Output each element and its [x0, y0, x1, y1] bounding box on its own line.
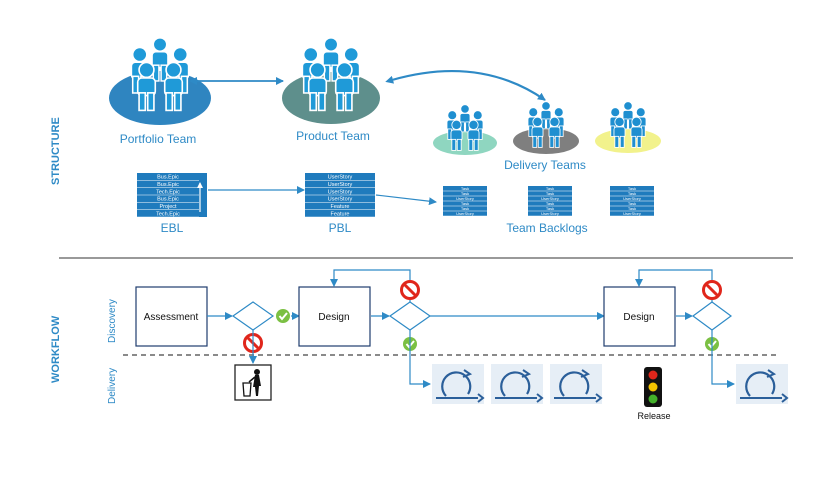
team-backlog-3-row-6: UserStory	[623, 211, 641, 216]
team-backlog-1-row-3: UserStory	[456, 196, 474, 201]
gate-2-to-delivery-arrow	[409, 330, 431, 388]
team-backlog-3-row-1: Task	[628, 186, 636, 191]
sprint-cycle-icon-2	[489, 362, 545, 406]
delivery-team-gray-icon	[513, 102, 579, 154]
team-backlog-2-row-2: Task	[546, 191, 554, 196]
design-2-box	[603, 286, 676, 347]
gate-2-diamond	[388, 301, 432, 331]
team-backlog-3-row-3: UserStory	[623, 196, 641, 201]
pbl-row-2: UserStory	[328, 182, 353, 188]
team-backlog-2-row-6: UserStory	[541, 211, 559, 216]
gate-1-diamond	[231, 301, 275, 331]
product-team-icon	[282, 38, 380, 124]
pbl-row-4: UserStory	[328, 197, 353, 203]
ebl-backlog: Bus.EpicBus.EpicTech.EpicBus.EpicProject…	[137, 173, 207, 217]
gate-3-to-delivery-arrow	[711, 330, 735, 388]
traffic-light-icon	[644, 367, 662, 407]
team-backlog-2-row-3: UserStory	[541, 196, 559, 201]
ebl-row-4: Bus.Epic	[157, 197, 179, 203]
pbl-backlog: UserStoryUserStoryUserStoryUserStoryFeat…	[305, 173, 375, 217]
discovery-lane-label: Discovery	[107, 299, 118, 343]
pbl-row-6: Feature	[331, 211, 350, 217]
product-delivery-arrow	[385, 70, 546, 101]
pbl-row-1: UserStory	[328, 175, 353, 181]
gate-3-stop-icon	[702, 280, 722, 300]
gate-3-diamond	[691, 301, 733, 331]
assessment-box	[135, 286, 208, 347]
ebl-backlog-rows: Bus.EpicBus.EpicTech.EpicBus.EpicProject…	[137, 175, 199, 217]
assessment-label: Assessment	[144, 312, 199, 323]
sprint-cycle-icon-4	[734, 362, 790, 406]
workflow-section-label: WORKFLOW	[50, 315, 62, 383]
portfolio-team-label: Portfolio Team	[120, 132, 196, 146]
delivery-lane-label: Delivery	[107, 368, 118, 404]
team-backlog-3-row-4: Task	[628, 201, 636, 206]
structure-section-label: STRUCTURE	[50, 117, 62, 185]
sprint-cycle-icon-1	[430, 362, 486, 406]
delivery-teams-label: Delivery Teams	[504, 158, 586, 172]
pbl-label: PBL	[329, 221, 352, 235]
ebl-row-5: Project	[159, 204, 177, 210]
ebl-row-3: Tech.Epic	[156, 189, 180, 195]
team-backlog-1-row-1: Task	[461, 186, 469, 191]
gate-1-check-icon	[275, 308, 291, 324]
portfolio-team-icon	[109, 38, 211, 125]
design-2-label: Design	[623, 312, 654, 323]
pbl-row-3: UserStory	[328, 189, 353, 195]
product-team-label: Product Team	[296, 129, 370, 143]
team-backlog-1-row-6: UserStory	[456, 211, 474, 216]
team-backlog-1-row-2: Task	[461, 191, 469, 196]
team-backlog-3-row-5: Task	[628, 206, 636, 211]
design-1-box	[298, 286, 371, 347]
ebl-row-6: Tech.Epic	[156, 211, 180, 217]
pbl-team-arrow	[375, 194, 437, 206]
team-backlog-3-row-2: Task	[628, 191, 636, 196]
team-backlog-2-row-1: Task	[546, 186, 554, 191]
team-backlog-1-row-4: Task	[461, 201, 469, 206]
delivery-team-yellow-icon	[595, 102, 661, 153]
release-label: Release	[637, 411, 670, 421]
team-backlog-2-row-5: Task	[546, 206, 554, 211]
gate-2-stop-icon	[400, 280, 420, 300]
ebl-row-2: Bus.Epic	[157, 182, 179, 188]
ebl-label: EBL	[161, 221, 184, 235]
delivery-team-green-icon	[433, 105, 497, 155]
pbl-backlog-rows: UserStoryUserStoryUserStoryUserStoryFeat…	[305, 175, 375, 217]
team-backlogs-label: Team Backlogs	[506, 221, 587, 235]
ebl-row-1: Bus.Epic	[157, 175, 179, 181]
pbl-row-5: Feature	[331, 204, 350, 210]
sprint-cycle-icon-3	[548, 362, 604, 406]
team-backlog-2-row-4: Task	[546, 201, 554, 206]
trash-icon	[234, 364, 272, 401]
team-backlog-1-row-5: Task	[461, 206, 469, 211]
design-1-label: Design	[318, 312, 349, 323]
